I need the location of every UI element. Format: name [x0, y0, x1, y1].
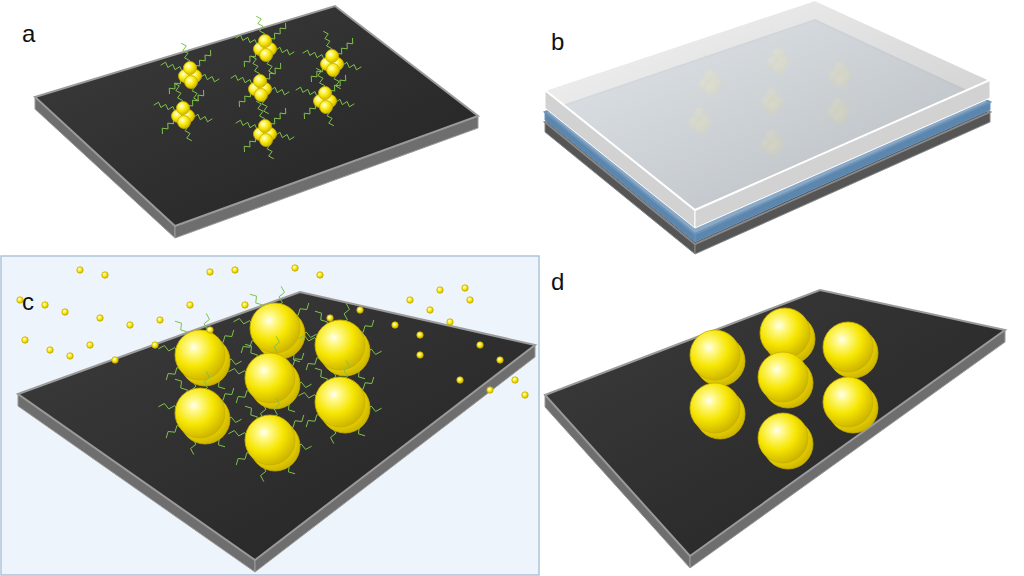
gold-particle	[175, 330, 225, 380]
gold-particle	[260, 49, 273, 62]
gold-particle	[207, 327, 213, 333]
gold-particle	[326, 50, 339, 63]
gold-particle	[357, 307, 363, 313]
gold-particle	[102, 272, 108, 278]
gold-particle	[112, 357, 118, 363]
plate-top	[18, 292, 535, 560]
gold-particle	[77, 267, 83, 273]
gold-particle	[177, 102, 190, 115]
plate-top	[35, 6, 478, 226]
gold-particle	[320, 101, 333, 114]
panel-d-art	[545, 290, 1005, 568]
gold-particle	[417, 332, 423, 338]
gold-particle	[467, 297, 473, 303]
panel-a-art	[35, 6, 478, 238]
gold-particle	[255, 89, 268, 102]
panel-c-art	[17, 265, 535, 572]
gold-particle	[462, 285, 468, 291]
gold-particle	[185, 76, 198, 89]
plate-top	[545, 290, 1005, 556]
gold-particle	[477, 342, 483, 348]
gold-particle	[157, 317, 163, 323]
gold-particle	[690, 330, 740, 380]
gold-particle	[315, 377, 365, 427]
gold-particle	[487, 387, 493, 393]
gold-particle	[47, 347, 53, 353]
gold-particle	[760, 308, 810, 358]
gold-particle	[259, 35, 272, 48]
gold-particle	[254, 75, 267, 88]
gold-particle	[184, 62, 197, 75]
gold-particle	[512, 377, 518, 383]
solution-background	[1, 256, 539, 575]
gold-particle	[758, 352, 808, 402]
gold-particle	[127, 322, 133, 328]
gold-particle	[207, 269, 213, 275]
gold-particle	[497, 357, 503, 363]
panel-letter: b	[551, 30, 564, 54]
gold-particle	[42, 302, 48, 308]
gold-particle	[327, 64, 340, 77]
panel-b-art	[545, 0, 990, 254]
gold-particle	[315, 320, 365, 370]
gold-particle	[178, 116, 191, 129]
panel-letter: c	[22, 290, 34, 314]
gold-particle	[292, 265, 298, 271]
gold-particle	[242, 302, 248, 308]
gold-particle	[62, 309, 68, 315]
gold-particle	[758, 413, 808, 463]
gold-particle	[260, 134, 273, 147]
gold-particle	[67, 353, 73, 359]
panel-letter: d	[551, 270, 564, 294]
gold-particle	[447, 319, 453, 325]
gold-particle	[22, 337, 28, 343]
gold-particle	[417, 352, 423, 358]
gold-particle	[87, 342, 93, 348]
gold-particle	[245, 353, 295, 403]
gold-particle	[175, 388, 225, 438]
gold-particle	[317, 272, 323, 278]
gold-particle	[327, 315, 333, 321]
gold-particle	[823, 377, 873, 427]
gold-particle	[407, 297, 413, 303]
gold-particle	[187, 302, 193, 308]
plate-top	[545, 0, 990, 210]
gold-particle	[437, 287, 443, 293]
gold-particle	[97, 315, 103, 321]
gold-particle	[690, 383, 740, 433]
gold-particle	[392, 322, 398, 328]
gold-particle	[319, 87, 332, 100]
gold-particle	[457, 377, 463, 383]
gold-particle	[152, 342, 158, 348]
gold-particle	[245, 415, 295, 465]
gold-particle	[522, 392, 528, 398]
gold-particle	[232, 267, 238, 273]
gold-particle	[259, 120, 272, 133]
panel-letter: a	[22, 22, 35, 46]
gold-particle	[427, 307, 433, 313]
gold-particle	[823, 322, 873, 372]
